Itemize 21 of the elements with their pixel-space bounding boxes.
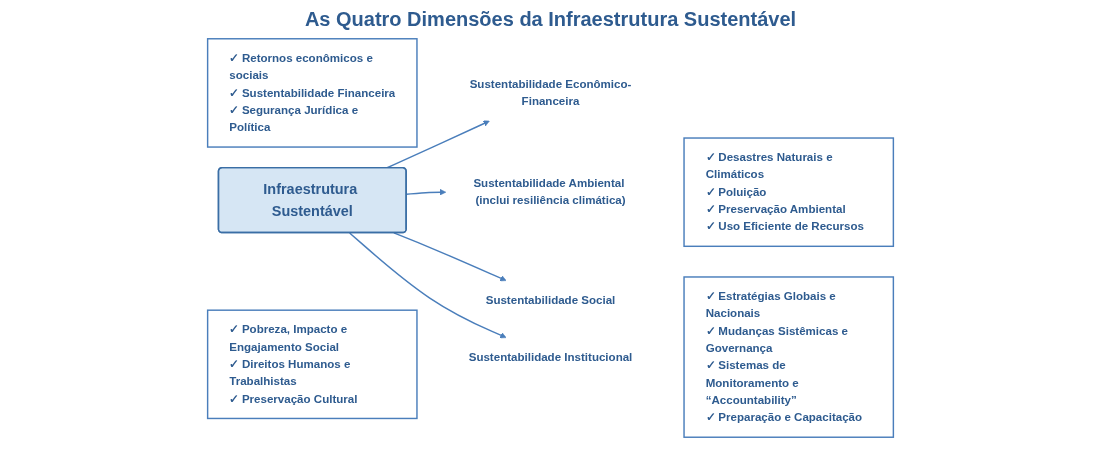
- node-label: ✓ Preservação Ambiental: [705, 202, 846, 216]
- node-text: Sustentabilidade Ambiental (inclui resiliência climática): [473, 177, 626, 207]
- node-label: ✓ Preservação Cultural: [229, 392, 358, 405]
- arrow: [393, 232, 507, 282]
- node-label: ✓ Pobreza, Impacto e Engajamento Social: [229, 323, 348, 353]
- arrow: [348, 232, 507, 339]
- node-label: ✓ Poluição: [705, 185, 767, 198]
- diagram-title: As Quatro Dimensões da Infraestrutura Sustentável: [303, 8, 798, 31]
- node-text: Sustentabilidade Social: [485, 293, 616, 306]
- node-label: ✓ Desastres Naturais e Climáticos: [705, 151, 833, 181]
- node-label: ✓ Mudanças Sistêmicas e Governança: [705, 324, 848, 355]
- node-text: Sustentabilidade Institucional: [468, 350, 633, 363]
- node-label: ✓ Uso Eficiente de Recursos: [705, 220, 864, 233]
- node-label: ✓ Estratégias Globais e Nacionais: [705, 289, 836, 320]
- node-label: ✓ Direitos Humanos e Trabalhistas: [229, 357, 351, 388]
- node-label: ✓ Segurança Jurídica e Política: [229, 103, 359, 134]
- node-label: ✓ Preparação e Capacitação: [705, 411, 863, 424]
- node-label: ✓ Sustentabilidade Financeira: [229, 86, 396, 99]
- node-label: ✓ Retornos econômicos e sociais: [229, 51, 373, 82]
- node-label: ✓ Sistemas de Monitoramento e “Accountability”: [705, 359, 799, 407]
- node-text: Sustentabilidade Econômico-Financeira: [469, 77, 632, 108]
